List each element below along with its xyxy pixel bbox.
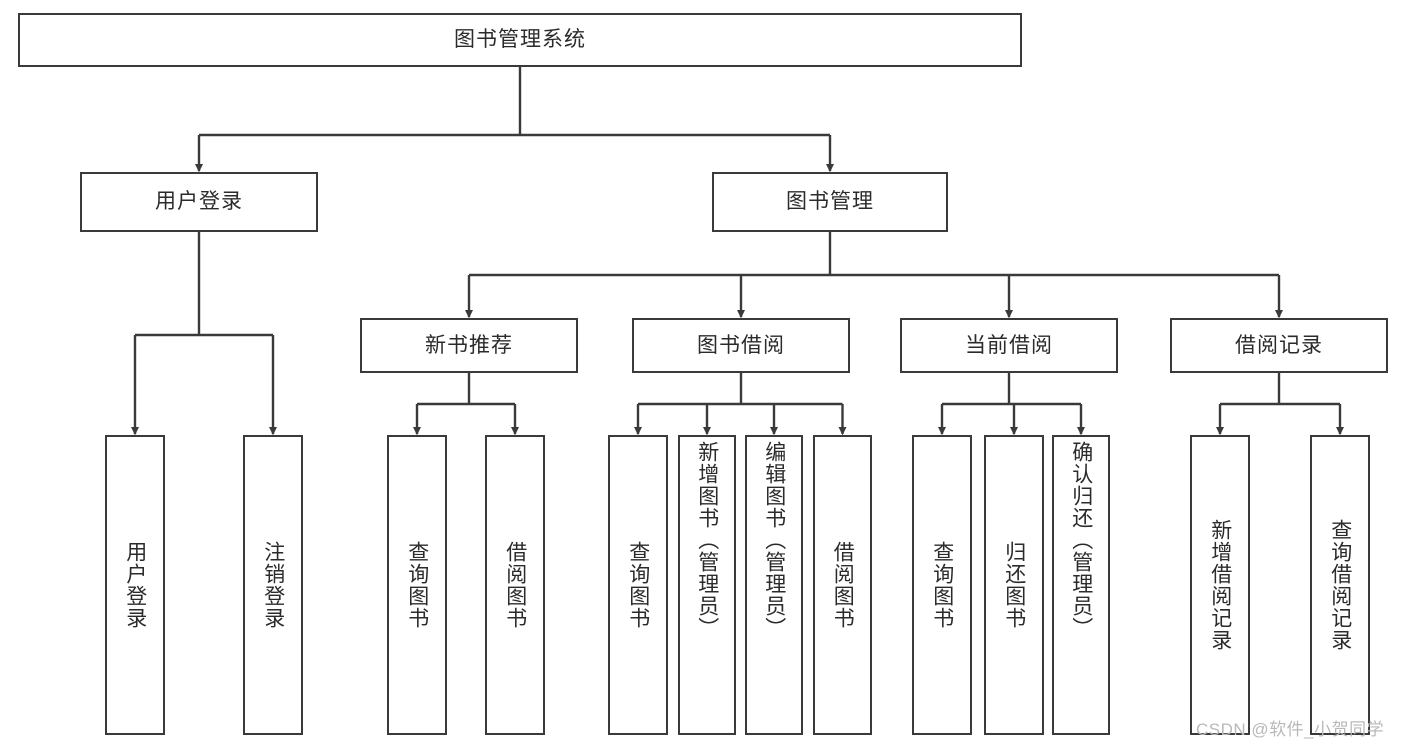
- node-current[interactable]: 当前借阅: [900, 318, 1118, 373]
- node-label: 图书借阅: [697, 333, 785, 357]
- node-label: 查询图书: [626, 541, 650, 629]
- node-label: 确认归还（管理员）: [1069, 441, 1093, 639]
- node-leaf-nb-query[interactable]: 查询图书: [387, 435, 447, 735]
- node-leaf-cur-query[interactable]: 查询图书: [912, 435, 972, 735]
- node-label: 图书管理: [786, 190, 874, 214]
- node-leaf-rec-add[interactable]: 新增借阅记录: [1190, 435, 1250, 735]
- node-label: 归还图书: [1002, 541, 1026, 629]
- node-root[interactable]: 图书管理系统: [18, 13, 1022, 67]
- node-newbook[interactable]: 新书推荐: [360, 318, 578, 373]
- watermark: CSDN @软件_小贺同学: [1196, 720, 1385, 739]
- node-label: 用户登录: [123, 541, 147, 629]
- node-label: 编辑图书（管理员）: [762, 441, 786, 639]
- node-label: 查询借阅记录: [1328, 519, 1352, 651]
- node-label: 注销登录: [261, 541, 285, 629]
- node-bookmgmt[interactable]: 图书管理: [712, 172, 948, 232]
- node-label: 查询图书: [930, 541, 954, 629]
- node-borrow[interactable]: 图书借阅: [632, 318, 850, 373]
- node-label: 查询图书: [405, 541, 429, 629]
- node-leaf-br-edit[interactable]: 编辑图书（管理员）: [745, 435, 803, 735]
- node-records[interactable]: 借阅记录: [1170, 318, 1388, 373]
- node-leaf-cur-return[interactable]: 归还图书: [984, 435, 1044, 735]
- node-leaf-user-login[interactable]: 用户登录: [105, 435, 165, 735]
- node-login[interactable]: 用户登录: [80, 172, 318, 232]
- node-leaf-br-add[interactable]: 新增图书（管理员）: [678, 435, 736, 735]
- edges-group: [130, 67, 1345, 436]
- node-label: 当前借阅: [965, 333, 1053, 357]
- node-leaf-br-query[interactable]: 查询图书: [608, 435, 668, 735]
- node-leaf-cur-confirm[interactable]: 确认归还（管理员）: [1052, 435, 1110, 735]
- node-leaf-nb-borrow[interactable]: 借阅图书: [485, 435, 545, 735]
- node-label: 借阅记录: [1235, 333, 1323, 357]
- node-label: 借阅图书: [831, 541, 855, 629]
- node-label: 用户登录: [155, 190, 243, 214]
- node-label: 图书管理系统: [454, 28, 586, 52]
- node-label: 新增借阅记录: [1208, 519, 1232, 651]
- node-leaf-br-borrow[interactable]: 借阅图书: [813, 435, 872, 735]
- node-label: 新增图书（管理员）: [695, 441, 719, 639]
- node-leaf-rec-query[interactable]: 查询借阅记录: [1310, 435, 1370, 735]
- node-label: 借阅图书: [503, 541, 527, 629]
- node-label: 新书推荐: [425, 333, 513, 357]
- node-leaf-user-logout[interactable]: 注销登录: [243, 435, 303, 735]
